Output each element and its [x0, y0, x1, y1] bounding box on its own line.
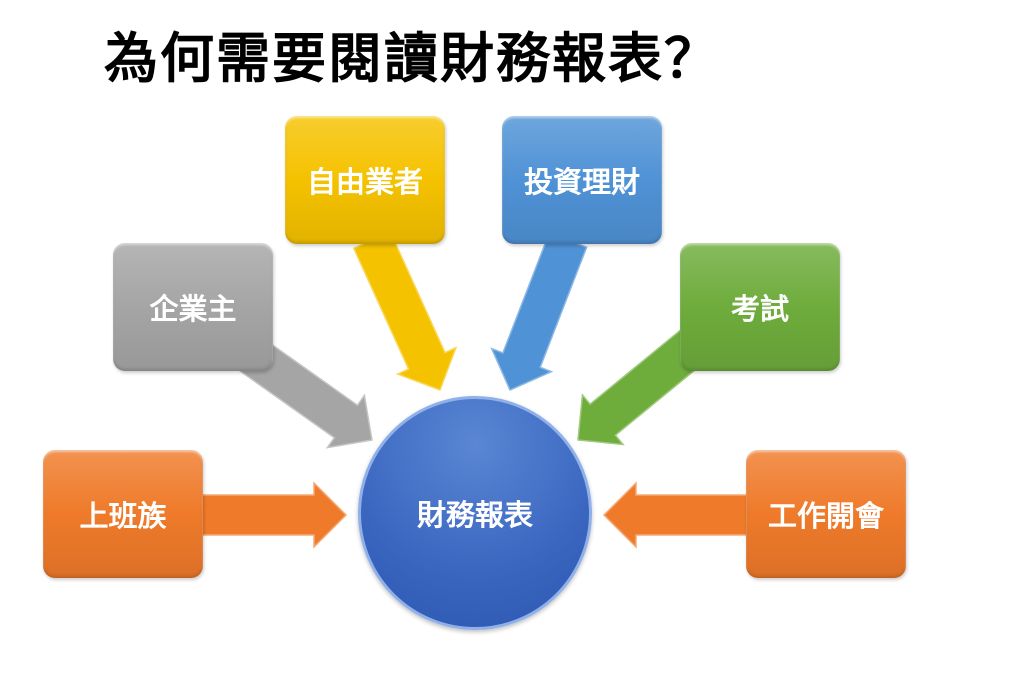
center-financial-statements: 財務報表 — [358, 396, 592, 630]
node-business-owner: 企業主 — [113, 243, 273, 371]
arrow-office-worker — [199, 481, 348, 549]
page-title: 為何需要閱讀財務報表？ — [104, 27, 720, 90]
node-exam: 考試 — [680, 243, 840, 371]
node-office-worker: 上班族 — [43, 450, 203, 578]
node-freelancer: 自由業者 — [285, 116, 445, 244]
node-investment: 投資理財 — [502, 116, 662, 244]
arrow-investment — [490, 231, 588, 391]
arrow-freelancer — [352, 230, 458, 391]
arrow-work-meeting — [602, 481, 751, 549]
node-work-meeting: 工作開會 — [746, 450, 906, 578]
arrow-business-owner — [239, 337, 373, 449]
